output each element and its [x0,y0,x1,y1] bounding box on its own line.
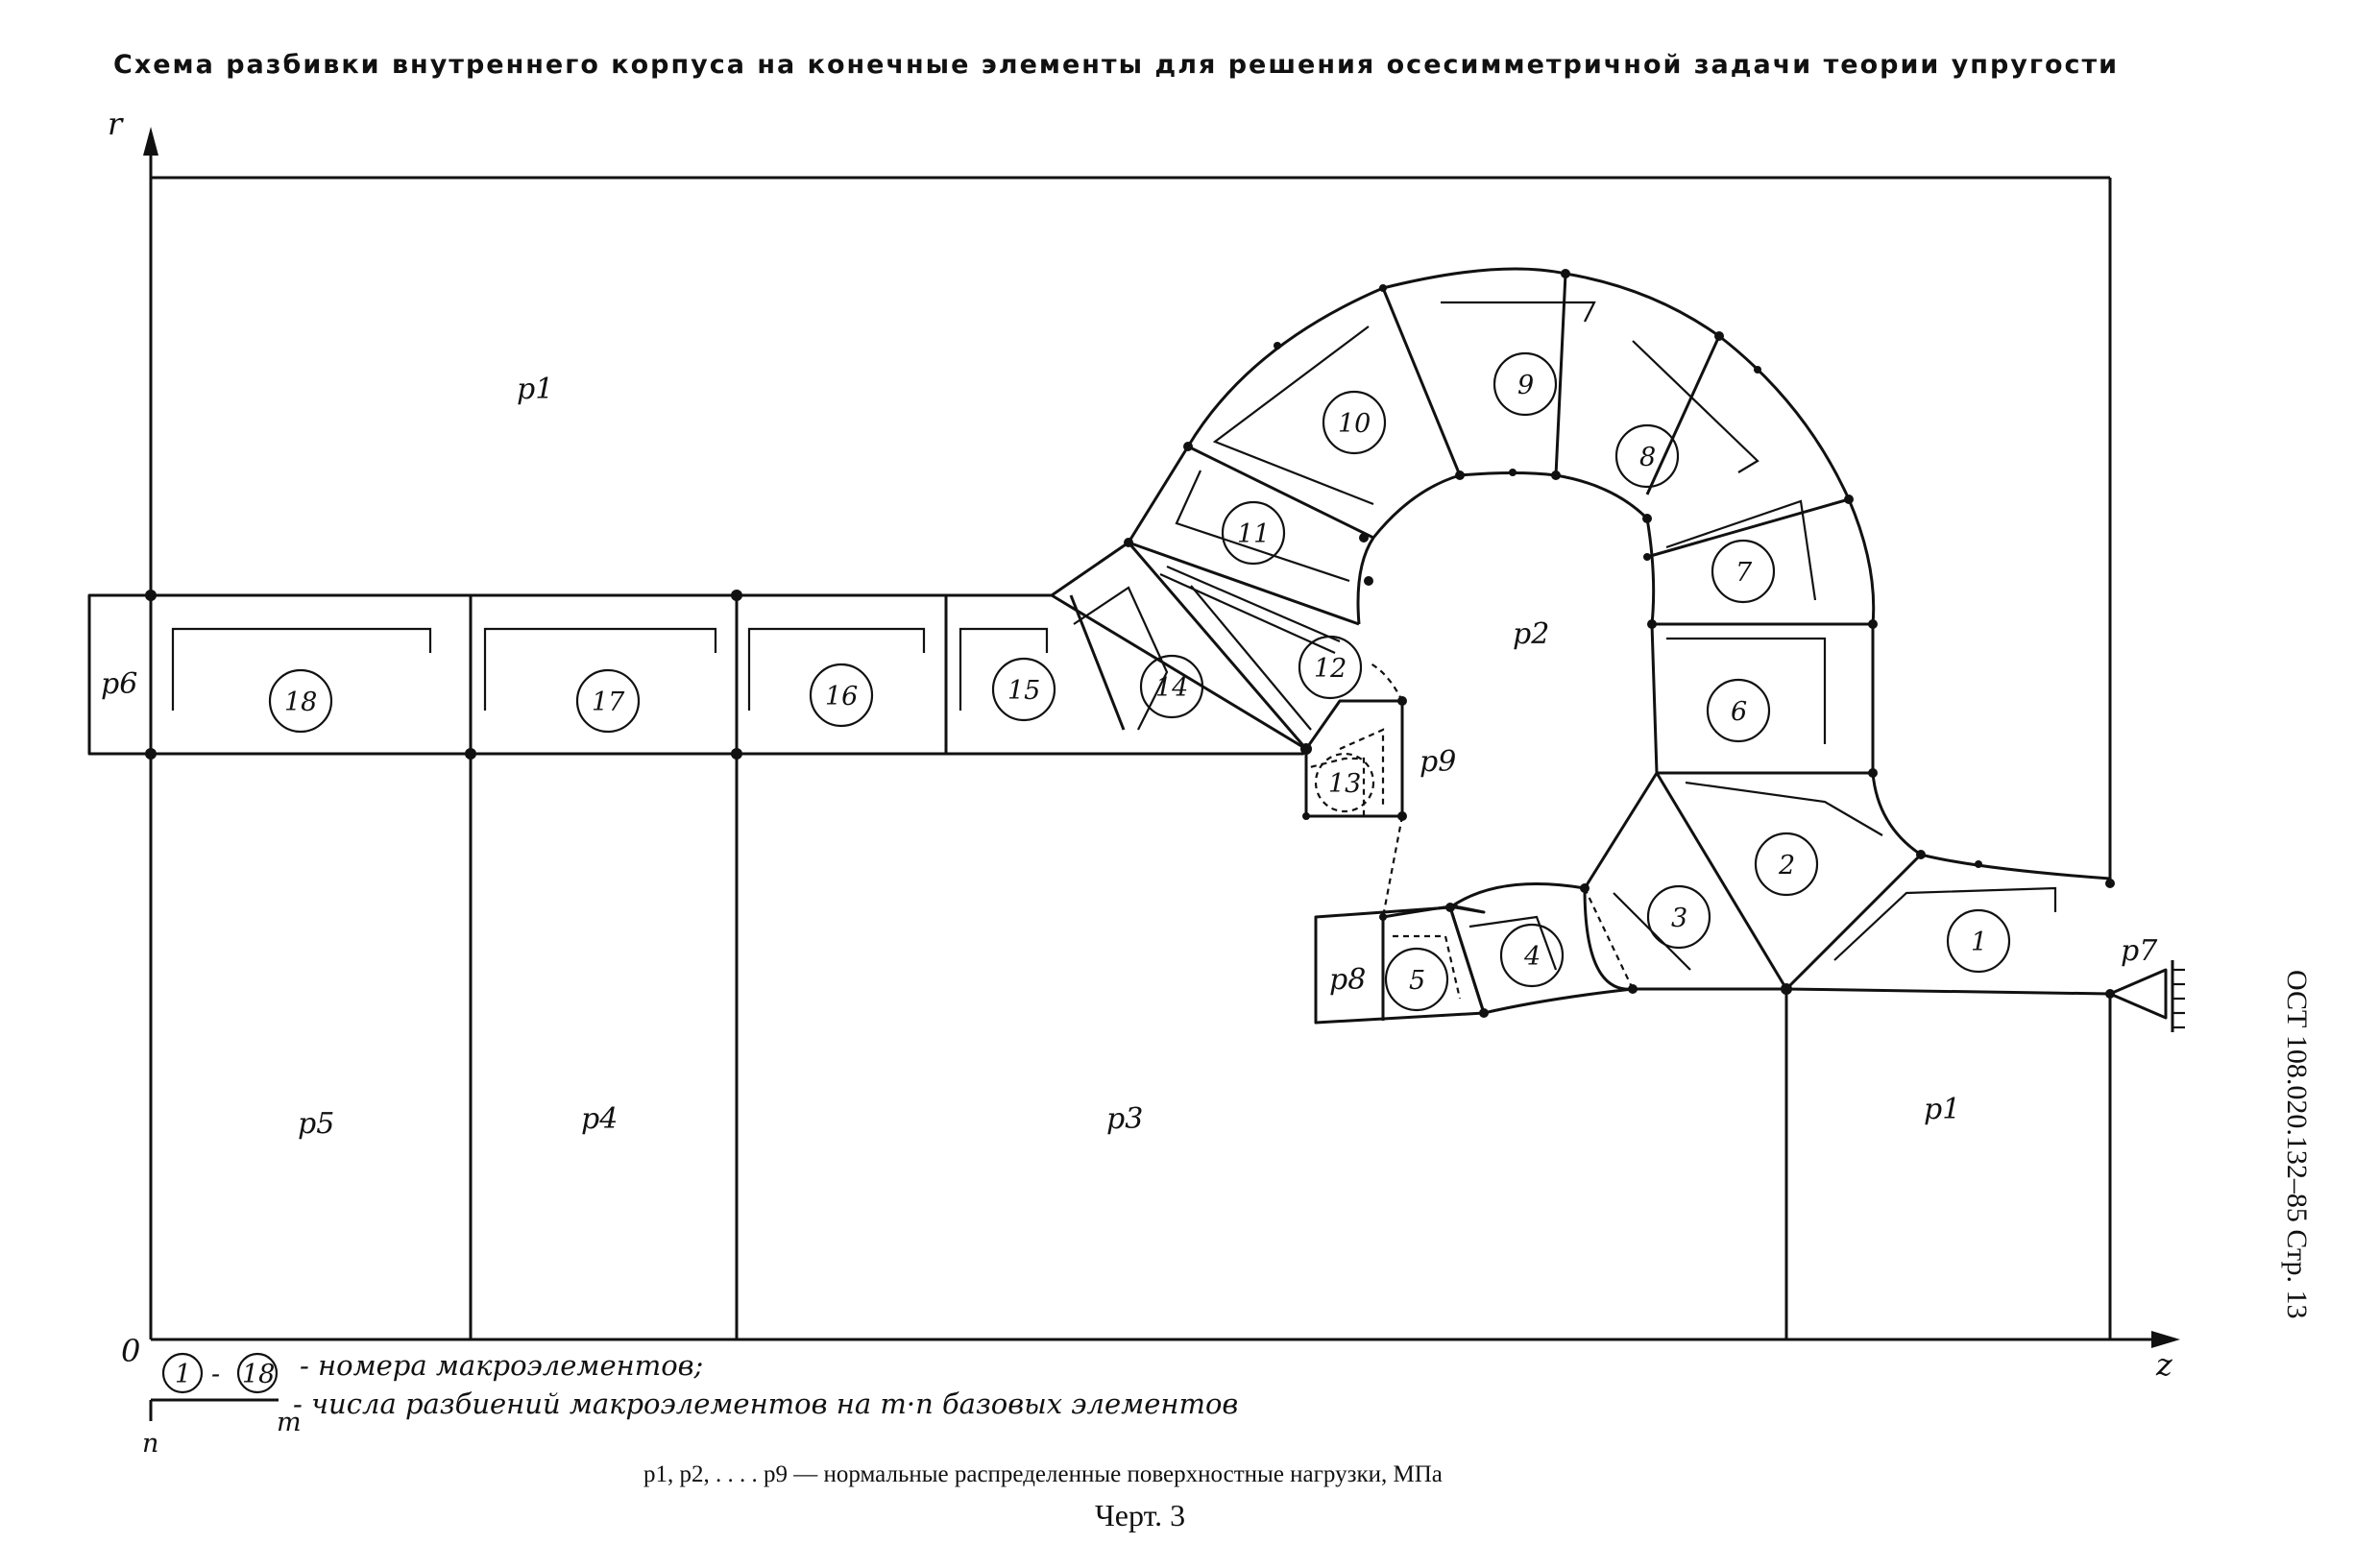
origin-label: 0 [121,1333,140,1369]
figure-label: Черт. 3 [1095,1498,1186,1532]
macroelement-9-label: 9 [1517,371,1534,400]
macroelement-3-circle [1646,884,1711,950]
macroelement-14-circle [1139,654,1204,719]
macroelement-5-circle [1384,947,1449,1012]
figure-title: Схема разбивки внутреннего корпуса на ко… [113,50,2120,80]
figure-caption: p1, p2, . . . . p9 — нормальные распреде… [643,1461,1443,1487]
z-axis-label: z [2155,1346,2173,1383]
macroelement-7-label: 7 [1735,558,1753,588]
load-p4: p4 [581,1102,618,1136]
legend-dash: - [211,1360,220,1389]
macroelement-8-label: 8 [1639,443,1656,472]
macroelement-2-label: 2 [1778,851,1795,880]
legend-circle-first [161,1352,204,1394]
legend-circle-last [236,1352,279,1394]
r-axis-label: r [108,106,124,142]
macroelement-10-label: 10 [1338,409,1371,439]
load-labels: p1 p2 p1 p3 p4 p5 p6 p7 p8 p9 [101,373,2158,1141]
macroelement-12-circle [1298,635,1363,700]
macroelement-15-circle [991,657,1056,722]
torus-inner-arc [1356,471,1659,774]
macroelement-17-label: 17 [592,688,625,717]
macroelement-6-circle [1706,678,1771,743]
macroelement-13-label: 13 [1328,769,1361,799]
macroelement-15-label: 15 [1007,676,1040,706]
macroelement-7-circle [1711,539,1776,604]
macroelement-4-circle [1499,923,1565,988]
macroelement-8-circle [1614,423,1680,489]
macroelement-13-circle [1314,752,1375,813]
load-p3: p3 [1106,1102,1143,1136]
legend-first-num: 1 [175,1360,191,1389]
macroelement-6-label: 6 [1731,697,1747,727]
legend-last-num: 18 [242,1360,275,1389]
load-p1-top: p1 [517,373,553,406]
legend-m: m [277,1408,302,1437]
load-p8: p8 [1329,963,1366,997]
macroelement-3-label: 3 [1671,904,1687,933]
macroelement-circles [268,351,2011,1012]
macroelement-18-circle [268,668,333,734]
load-p2: p2 [1513,617,1549,651]
load-p5: p5 [298,1107,334,1141]
transition-wedges [1051,445,1374,750]
side-stamp: ОСТ 108.020.132–85 Стр. 13 [2281,970,2313,1319]
macroelement-9-circle [1492,351,1558,417]
macroelement-16-circle [809,663,874,728]
macroelement-17-circle [575,668,641,734]
macroelement-10-circle [1322,390,1387,455]
load-p7: p7 [2121,934,2158,968]
legend-divisions-text: - числа разбиений макроэлементов на m·n … [293,1387,1239,1420]
legend-numbers-text: - номера макроэлементов; [300,1349,704,1382]
load-p9: p9 [1420,745,1456,779]
z-axis-arrow [2151,1331,2180,1348]
macroelement-16-label: 16 [825,682,858,712]
macroelement-11-circle [1221,500,1286,566]
macroelement-1-circle [1946,908,2011,974]
macroelement-4-label: 4 [1523,942,1541,972]
mesh-nodes [145,269,2115,1018]
r-axis-arrow [143,127,158,156]
macroelement-5-label: 5 [1409,966,1425,996]
macroelement-2-circle [1754,832,1819,897]
macroelement-14-label: 14 [1155,673,1188,703]
domain-frame [151,176,2112,1339]
macroelement-18-label: 18 [284,688,317,717]
sector-frames [1212,301,1827,744]
axes: r z 0 [108,106,2180,1383]
macroelement-12-label: 12 [1314,654,1347,684]
macroelement-1-label: 1 [1971,928,1987,957]
legend-n: n [142,1429,158,1459]
macroelement-11-label: 11 [1237,519,1270,549]
macroelement-numbers: 18 17 16 15 14 12 13 11 10 9 8 7 6 2 3 4… [284,371,1987,996]
legend-graphics: 1 18 - m n [142,1352,302,1459]
load-p6: p6 [101,667,137,701]
load-p1-bottom: p1 [1924,1093,1960,1126]
